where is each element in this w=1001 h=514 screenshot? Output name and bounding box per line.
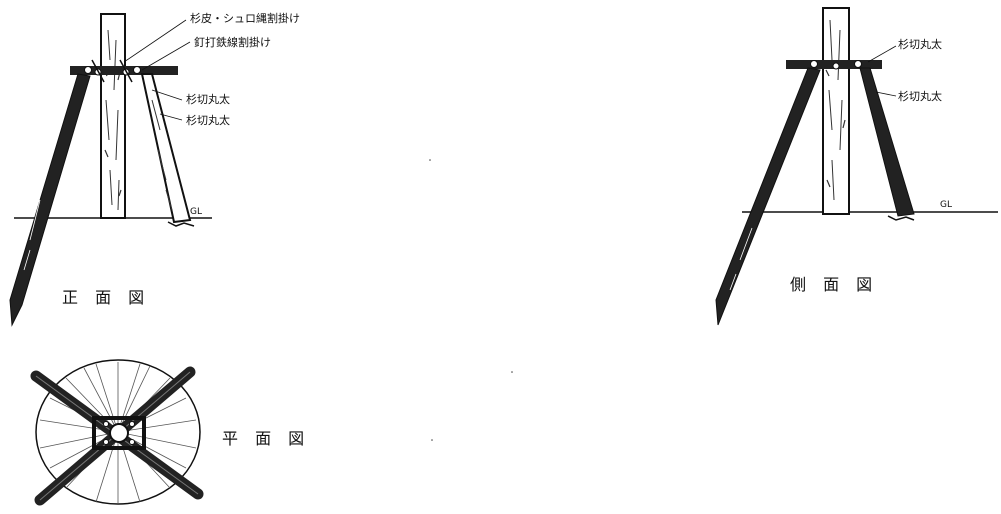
- front-label-bark-wrap: 杉皮・シュロ縄割掛け: [190, 11, 300, 25]
- plan-view: 平 面 図: [30, 359, 310, 506]
- scan-specks: [429, 159, 513, 441]
- side-view: GL 杉切丸太 杉切丸太 側 面 図: [715, 7, 998, 326]
- side-ground-label: GL: [940, 200, 952, 210]
- front-view-title: 正 面 図: [62, 288, 150, 307]
- front-ground-label: GL: [190, 207, 202, 217]
- front-trunk: [100, 13, 126, 219]
- side-crossbar: [786, 60, 882, 70]
- front-crossbar: [70, 59, 178, 83]
- front-leader-4: [159, 113, 183, 121]
- plan-view-title: 平 面 図: [222, 429, 310, 448]
- side-label-cedar-log-2: 杉切丸太: [898, 89, 942, 103]
- front-left-leg: [9, 73, 91, 327]
- side-right-leg: [859, 67, 915, 217]
- side-leader-1: [867, 45, 897, 63]
- front-label-nail-wire: 釘打鉄線割掛け: [194, 35, 271, 49]
- plan-frame: [92, 416, 146, 450]
- side-view-title: 側 面 図: [790, 275, 878, 294]
- front-right-leg: [140, 73, 192, 224]
- side-leader-2: [875, 91, 897, 97]
- front-leader-1: [123, 19, 187, 63]
- front-label-cedar-log-1: 杉切丸太: [186, 92, 230, 106]
- side-left-leg: [715, 67, 821, 326]
- side-trunk: [822, 7, 850, 215]
- side-label-cedar-log-1: 杉切丸太: [898, 37, 942, 51]
- front-label-cedar-log-2: 杉切丸太: [186, 113, 230, 127]
- front-view: GL 杉皮・シュロ縄割掛け 釘打鉄線割掛け 杉切丸太: [9, 11, 300, 327]
- front-leader-3: [151, 89, 183, 101]
- front-leader-2: [141, 41, 191, 71]
